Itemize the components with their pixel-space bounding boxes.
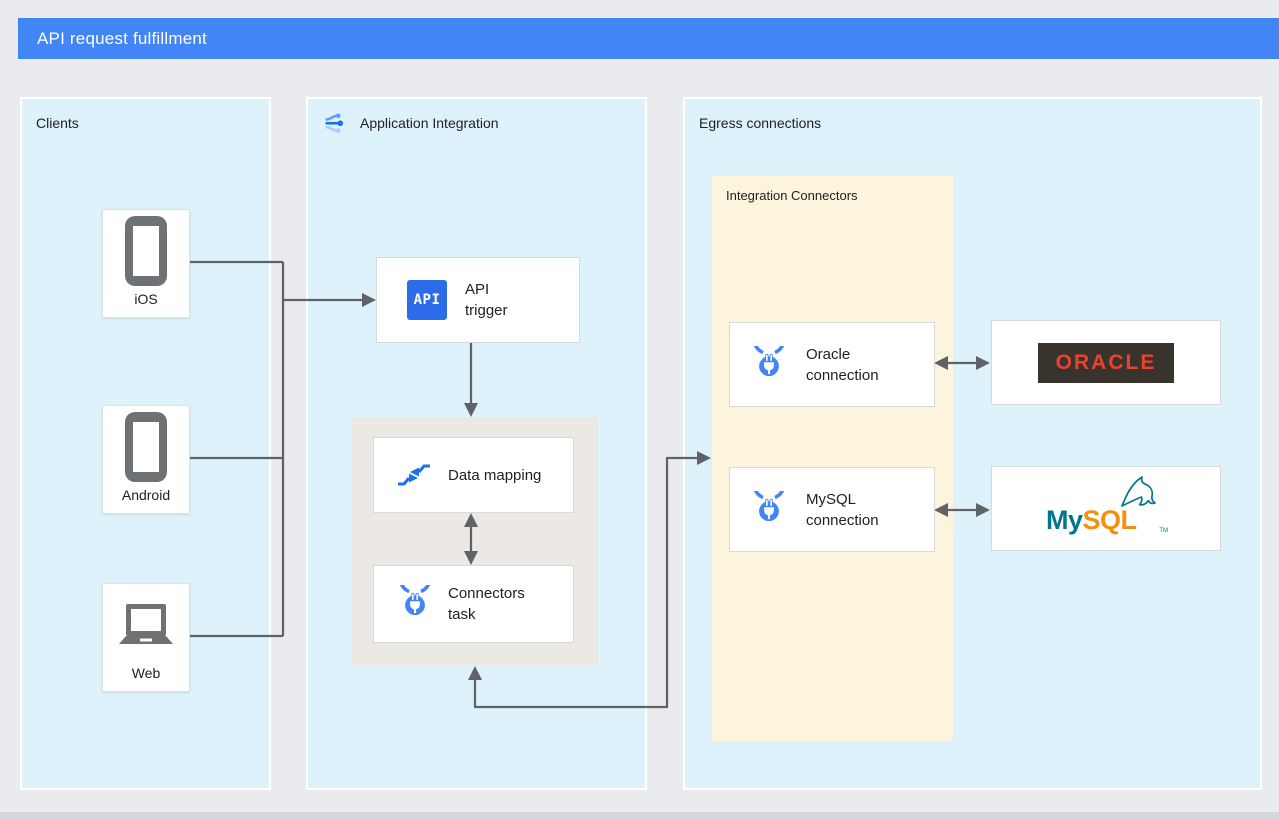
- mysql-connection-node: MySQL connection: [729, 467, 935, 552]
- integration-connector-icon: [753, 345, 785, 376]
- data-mapping-node: Data mapping: [373, 437, 574, 513]
- application-integration-header: Application Integration: [320, 108, 499, 138]
- mysql-logo-text: MySQL: [1046, 504, 1137, 535]
- mysql-connection-label: MySQL connection: [806, 490, 879, 529]
- egress-connections-label: Egress connections: [699, 115, 822, 131]
- client-card-web: Web: [102, 583, 190, 692]
- application-integration-label: Application Integration: [360, 115, 499, 131]
- connectors-task-label: Connectors task: [448, 585, 525, 623]
- client-label-web: Web: [131, 665, 161, 681]
- window-bottom-edge: [0, 812, 1279, 820]
- smartphone-icon: [125, 215, 167, 286]
- mysql-logo: MySQL TM: [1046, 475, 1168, 538]
- integration-connector-icon: [753, 490, 785, 521]
- mysql-trademark: TM: [1159, 527, 1168, 534]
- mysql-database-node: MySQL TM: [991, 466, 1221, 551]
- mysql-dolphin-icon: [1121, 475, 1156, 507]
- oracle-logo-text: ORACLE: [1055, 350, 1157, 374]
- integration-connectors-group: Integration Connectors: [712, 176, 953, 741]
- connectors-task-icon: [399, 585, 431, 616]
- clients-panel-label: Clients: [36, 115, 79, 131]
- client-label-android: Android: [121, 487, 171, 503]
- api-trigger-label: API trigger: [465, 281, 508, 319]
- laptop-icon: [119, 603, 173, 644]
- connectors-task-node: Connectors task: [373, 565, 574, 643]
- client-card-android: Android: [102, 405, 190, 514]
- oracle-logo: ORACLE: [1038, 342, 1174, 383]
- diagram-title: API request fulfillment: [37, 28, 207, 48]
- client-card-ios: iOS: [102, 209, 190, 318]
- diagram-title-bar: API request fulfillment: [18, 18, 1279, 59]
- client-label-ios: iOS: [134, 291, 158, 307]
- api-trigger-node: API API trigger: [376, 257, 580, 343]
- api-trigger-icon: API: [407, 280, 447, 320]
- data-mapping-label: Data mapping: [448, 466, 542, 484]
- application-integration-icon: [325, 113, 344, 134]
- oracle-connection-node: Oracle connection: [729, 322, 935, 407]
- data-mapping-icon: [398, 464, 430, 486]
- smartphone-icon: [125, 411, 167, 482]
- oracle-connection-label: Oracle connection: [806, 345, 879, 384]
- oracle-database-node: ORACLE: [991, 320, 1221, 405]
- integration-connectors-label: Integration Connectors: [726, 188, 858, 203]
